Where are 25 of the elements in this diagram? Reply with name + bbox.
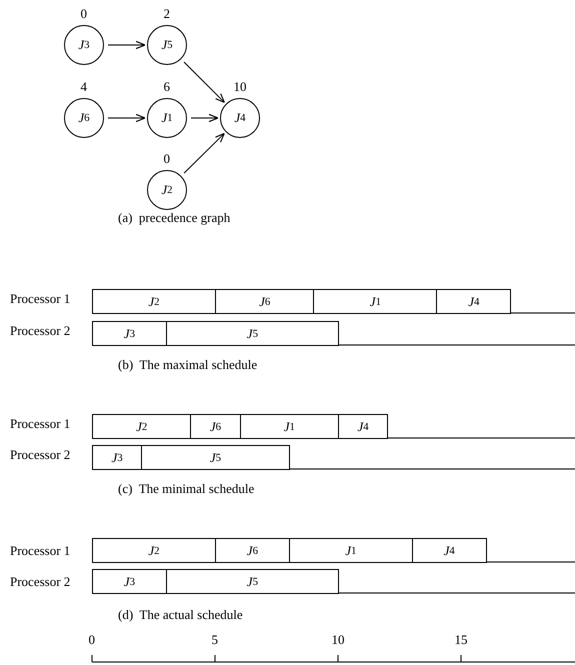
tick-label: 15 bbox=[454, 632, 468, 648]
figure-caption: (a) precedence graph bbox=[118, 210, 230, 226]
node-value: 10 bbox=[234, 79, 246, 95]
node-value: 0 bbox=[164, 151, 170, 167]
tick-label: 5 bbox=[212, 632, 218, 648]
arrow bbox=[184, 132, 225, 174]
node-value: 6 bbox=[164, 79, 170, 95]
node-value: 0 bbox=[80, 6, 87, 22]
figure-caption: (d) The actual schedule bbox=[118, 607, 243, 623]
arrow bbox=[190, 114, 219, 122]
processor-label: Processor 2 bbox=[10, 574, 70, 590]
figure-caption: (b) The maximal schedule bbox=[118, 357, 258, 373]
processor-label: Processor 1 bbox=[10, 416, 70, 432]
figure-caption: (c) The minimal schedule bbox=[118, 481, 254, 497]
node-value: 4 bbox=[80, 79, 87, 95]
processor-label: Processor 2 bbox=[10, 323, 70, 339]
tick-label: 0 bbox=[88, 632, 95, 648]
processor-label: Processor 1 bbox=[10, 543, 70, 559]
node-value: 2 bbox=[164, 6, 170, 22]
arrow bbox=[183, 61, 225, 103]
arrow bbox=[108, 114, 146, 122]
tick-label: 10 bbox=[332, 632, 344, 648]
arrow bbox=[108, 40, 146, 50]
processor-label: Processor 2 bbox=[10, 447, 70, 463]
processor-label: Processor 1 bbox=[10, 291, 70, 307]
